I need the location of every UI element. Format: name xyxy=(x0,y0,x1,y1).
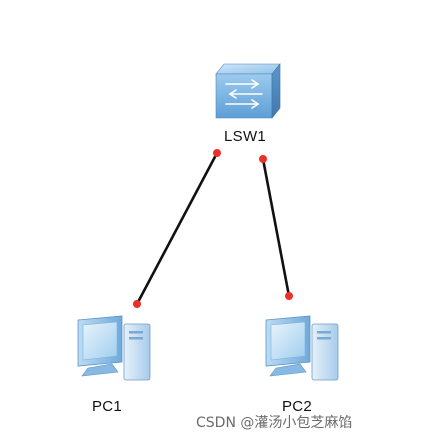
pc2-label: PC2 xyxy=(282,398,313,415)
link-pc2-lsw1[interactable] xyxy=(261,158,291,297)
link-pc1-lsw1[interactable] xyxy=(135,152,219,305)
switch-icon[interactable] xyxy=(215,63,281,119)
port-dot xyxy=(285,292,293,300)
switch-label: LSW1 xyxy=(224,128,267,145)
pc1-label: PC1 xyxy=(92,398,123,415)
port-dot xyxy=(259,155,267,163)
port-dot xyxy=(213,149,221,157)
port-dot xyxy=(133,300,141,308)
pc-icon[interactable] xyxy=(77,315,151,381)
pc-icon[interactable] xyxy=(265,315,339,381)
watermark-text: CSDN @灌汤小包芝麻馅 xyxy=(196,415,353,431)
